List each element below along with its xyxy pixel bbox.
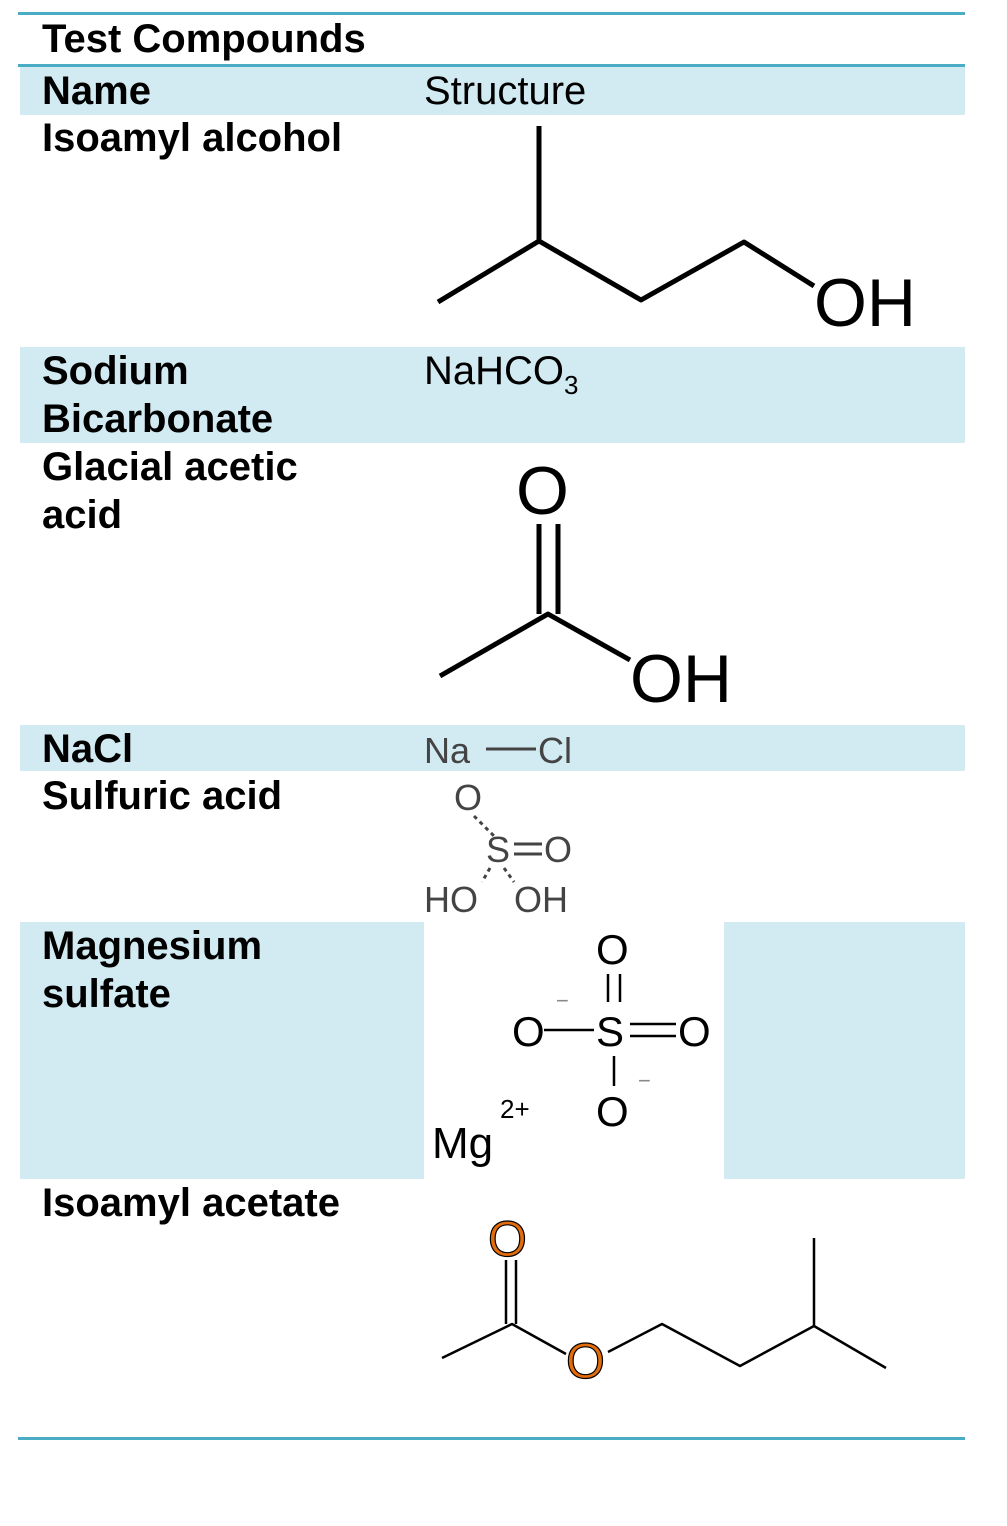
sulfur-label: S [596,1008,624,1055]
isoamyl-alcohol-structure: OH [436,126,916,341]
oxygen-top-label: O [454,777,482,818]
compound-name-nacl: NaCl [42,727,134,771]
sodium-bicarbonate-formula: NaHCO3 [424,347,579,400]
carbonyl-oxygen-label: O [488,1211,527,1267]
row-band-magnesium-sulfate-right [724,922,965,1179]
oxygen-right-label: O [544,829,572,870]
table-caption: Test Compounds [42,17,366,61]
sulfur-label: S [486,829,510,870]
sodium-label: Na [424,730,471,771]
table-bottom-rule [18,1437,965,1440]
oxygen-top-label: O [596,926,629,973]
carbonyl-oxygen-label: O [516,453,569,529]
hydroxyl-left-label: HO [424,879,478,920]
negative-charge-bottom: − [638,1068,651,1093]
compound-name-magnesium-sulfate-line2: sulfate [42,972,171,1016]
row-band-sodium-bicarbonate [20,347,965,443]
hydroxyl-label: OH [630,641,732,717]
header-row-band [20,67,965,115]
formula-subscript: 3 [564,370,579,400]
nacl-structure: Na Cl [424,730,572,771]
compound-name-isoamyl-acetate: Isoamyl acetate [42,1181,340,1225]
column-header-name: Name [42,69,151,113]
compound-name-magnesium-sulfate-line1: Magnesium [42,924,263,968]
header-rule [18,64,965,67]
oxygen-bottom-label: O [596,1088,629,1135]
chlorine-label: Cl [538,730,572,771]
sulfuric-acid-structure: O S O HO OH [424,777,572,920]
magnesium-charge-label: 2+ [500,1094,530,1124]
compound-name-sulfuric-acid: Sulfuric acid [42,774,283,818]
compound-name-sodium-bicarbonate-line2: Bicarbonate [42,397,274,441]
hydroxyl-label: OH [814,265,916,341]
negative-charge-left: − [556,988,569,1013]
oxygen-right-label: O [678,1008,711,1055]
table-top-rule [18,12,965,15]
column-header-structure: Structure [424,69,587,113]
formula-main: NaHCO [424,349,565,393]
magnesium-label: Mg [432,1119,493,1168]
row-band-magnesium-sulfate-left [20,922,424,1179]
compound-name-acetic-acid-line2: acid [42,493,123,537]
magnesium-sulfate-structure: O O − S O − O Mg 2+ [432,926,711,1168]
oxygen-left-label: O [512,1008,545,1055]
compound-name-acetic-acid-line1: Glacial acetic [42,445,298,489]
compound-name-isoamyl-alcohol: Isoamyl alcohol [42,116,343,160]
compound-name-sodium-bicarbonate-line1: Sodium [42,349,189,393]
ester-oxygen-label: O [566,1333,605,1389]
acetic-acid-structure: O OH [438,453,732,717]
hydroxyl-right-label: OH [514,879,568,920]
isoamyl-acetate-structure: O O [441,1210,887,1390]
